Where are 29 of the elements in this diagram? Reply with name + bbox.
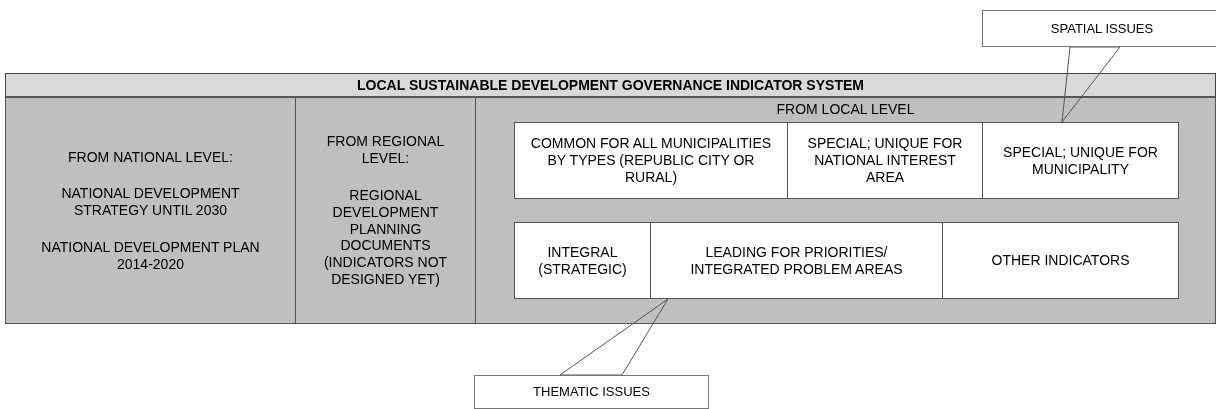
- column-text: NATIONAL DEVELOPMENT PLAN 2014-2020: [40, 238, 261, 273]
- column-panel: [475, 97, 1216, 324]
- indicator-box: [650, 222, 943, 299]
- column-text: FROM NATIONAL LEVEL:: [68, 148, 233, 166]
- column-text: NATIONAL DEVELOPMENT STRATEGY UNTIL 2030: [60, 185, 241, 219]
- callout-box: [982, 10, 1216, 47]
- column-heading: FROM LOCAL LEVEL: [776, 101, 915, 118]
- system-frame: [5, 73, 1216, 324]
- column-text: FROM REGIONAL LEVEL:: [325, 133, 446, 167]
- indicator-text: SPECIAL; UNIQUE FOR NATIONAL INTEREST AREA: [806, 135, 964, 186]
- indicator-box: [514, 222, 651, 299]
- callout-text: THEMATIC ISSUES: [533, 384, 650, 400]
- indicator-text: COMMON FOR ALL MUNICIPALITIES BY TYPES (REPUBLIC CITY OR RURAL): [529, 135, 773, 186]
- indicator-text: INTEGRAL (STRATEGIC): [537, 243, 628, 278]
- indicator-box: [514, 122, 788, 199]
- callout-text: SPATIAL ISSUES: [1050, 20, 1154, 37]
- indicator-box: [787, 122, 983, 199]
- callout-pointer: [1061, 46, 1121, 123]
- column-panel: [295, 97, 476, 324]
- indicator-text: SPECIAL; UNIQUE FOR MUNICIPALITY: [1002, 143, 1159, 178]
- callout-pointer: [559, 298, 669, 376]
- callout-box: [474, 375, 709, 409]
- column-text: REGIONAL DEVELOPMENT PLANNING DOCUMENTS (INDICATORS NOT DESIGNED YET): [322, 186, 449, 288]
- indicator-text: OTHER INDICATORS: [991, 252, 1130, 269]
- indicator-box: [982, 122, 1179, 199]
- indicator-text: LEADING FOR PRIORITIES/ INTEGRATED PROBLEM AREAS: [689, 243, 904, 278]
- indicator-box: [942, 222, 1179, 299]
- column-panel: [5, 97, 296, 324]
- title-text: LOCAL SUSTAINABLE DEVELOPMENT GOVERNANCE INDICATOR SYSTEM: [357, 76, 864, 94]
